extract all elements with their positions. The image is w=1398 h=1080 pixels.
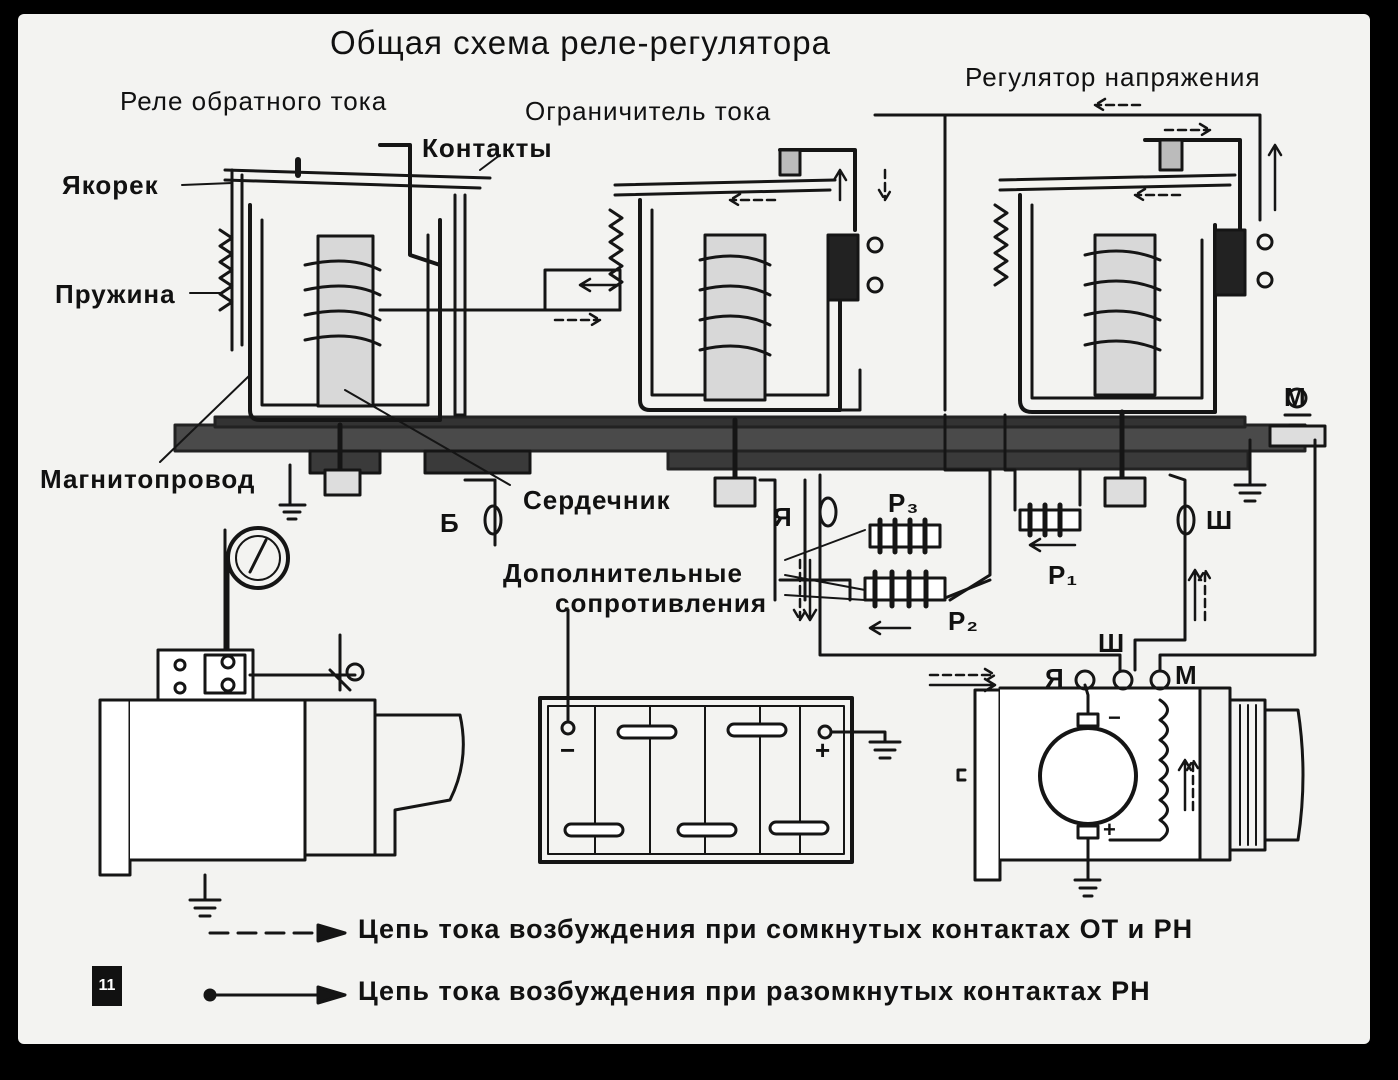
terminal-ya: Я [773,502,793,532]
label-voltage-regulator: Регулятор напряжения [965,62,1261,92]
generator-terminal-m: М [1175,660,1198,690]
legend-dashed-text: Цепь тока возбуждения при сомкнутых конт… [358,914,1194,944]
current-limiter [543,148,884,508]
generator-terminal-ya: Я [1045,663,1065,693]
terminal-screws [483,387,1312,536]
label-additional-resistors-2: сопротивления [555,588,768,618]
flow-arrows [553,97,1283,812]
generator [956,669,1305,898]
ammeter [226,526,290,662]
generator-plus: + [1103,817,1117,842]
voltage-regulator [873,113,1274,508]
diagram-title: Общая схема реле-регулятора [330,24,831,61]
additional-resistors [784,502,1082,609]
resistor-p2-label: P₂ [948,606,979,636]
terminal-m: М [1284,382,1307,412]
wiring [223,308,1317,722]
leader-lines [159,154,511,486]
generator-terminal-sh: Ш [1098,628,1126,658]
reverse-current-relay [218,143,492,497]
resistor-p1-label: P₁ [1048,560,1079,590]
battery-minus: − [560,735,577,765]
starter-motor [98,633,465,918]
label-contacts: Контакты [422,133,553,163]
label-spring: Пружина [55,279,176,309]
label-core: Сердечник [523,485,671,515]
ground-symbols [278,478,1267,521]
legend-lines [203,923,347,1005]
base-plate [173,415,1327,475]
legend-solid-text: Цепь тока возбуждения при разомкнутых ко… [358,976,1151,1006]
label-current-limiter: Ограничитель тока [525,96,772,126]
battery [538,696,902,864]
label-reverse-current-relay: Реле обратного тока [120,86,388,116]
battery-plus: + [815,735,832,765]
label-additional-resistors-1: Дополнительные [503,558,743,588]
generator-minus: − [1108,705,1122,730]
resistor-p3-label: P₃ [888,488,920,518]
slide-number: 11 [92,966,122,1006]
label-armature: Якорек [62,170,159,200]
label-magnetic-core: Магнитопровод [40,464,256,494]
terminal-b: Б [440,508,460,538]
terminal-sh: Ш [1206,505,1234,535]
